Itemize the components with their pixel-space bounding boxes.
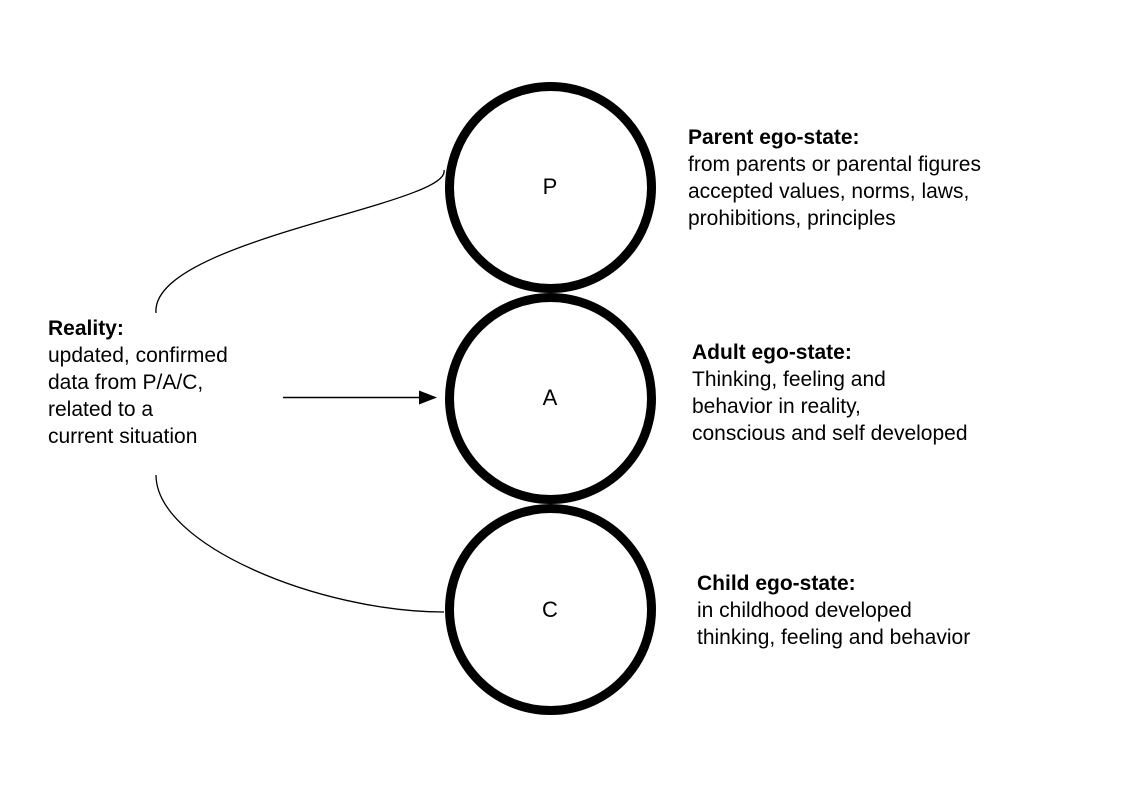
- child-circle: [445, 504, 656, 715]
- reality-note-line: data from P/A/C,: [48, 371, 204, 394]
- reality-note-line: related to a: [48, 398, 154, 421]
- parent-note-heading: Parent ego-state:: [688, 126, 860, 149]
- parent-note-line: from parents or parental figures: [688, 153, 981, 176]
- reality-to-child-connector: [155, 474, 445, 613]
- adult-circle-label: A: [542, 385, 558, 410]
- reality-note-line: updated, confirmed: [48, 344, 228, 367]
- reality-to-parent-connector: [155, 169, 445, 314]
- parent-ego-state-note: Parent ego-state: from parents or parent…: [688, 124, 981, 232]
- parent-note-line: accepted values, norms, laws,: [688, 180, 970, 203]
- adult-circle: [445, 293, 656, 504]
- adult-note-line: behavior in reality,: [692, 395, 861, 418]
- adult-note-line: Thinking, feeling and: [692, 368, 886, 391]
- adult-ego-state-note: Adult ego-state: Thinking, feeling and b…: [692, 339, 968, 447]
- child-circle-label: C: [542, 597, 558, 622]
- child-note-heading: Child ego-state:: [697, 572, 856, 595]
- reality-note-heading: Reality:: [48, 317, 124, 340]
- reality-note: Reality: updated, confirmed data from P/…: [48, 315, 228, 450]
- reality-note-line: current situation: [48, 425, 198, 448]
- parent-note-line: prohibitions, principles: [688, 207, 896, 230]
- adult-note-line: conscious and self developed: [692, 422, 968, 445]
- adult-note-heading: Adult ego-state:: [692, 341, 852, 364]
- parent-circle-label: P: [542, 174, 558, 199]
- child-ego-state-note: Child ego-state: in childhood developed …: [697, 570, 970, 651]
- child-note-line: thinking, feeling and behavior: [697, 626, 971, 649]
- arrowhead-icon: [419, 390, 437, 405]
- child-note-line: in childhood developed: [697, 599, 912, 622]
- parent-circle: [445, 82, 656, 293]
